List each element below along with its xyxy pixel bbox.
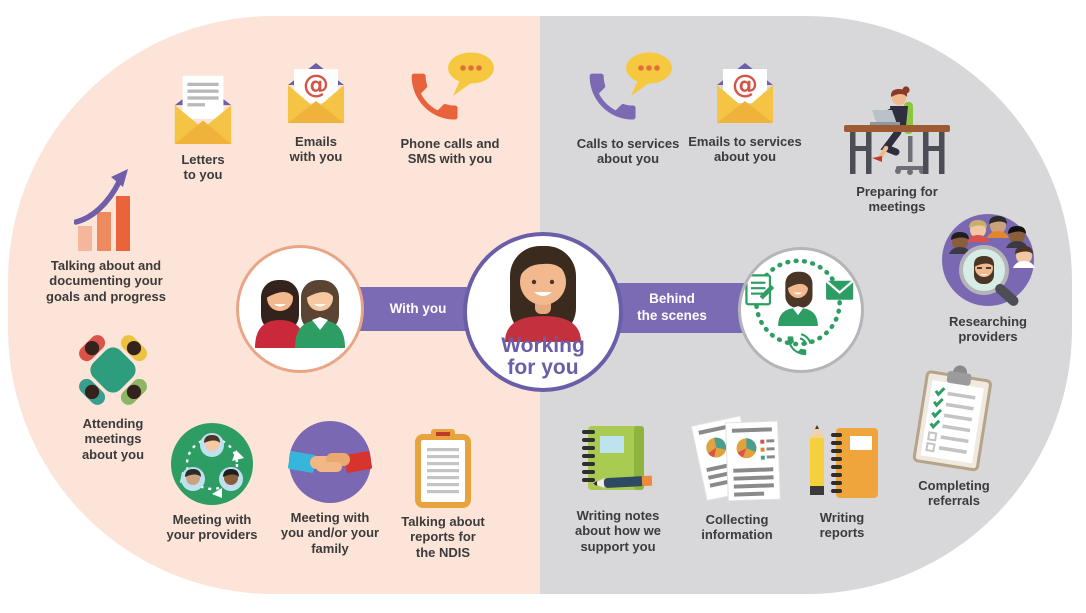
item-meeting-providers: Meeting with your providers	[149, 422, 275, 543]
goals-chart-icon	[74, 169, 130, 251]
item-label: Calls to services about you	[576, 136, 680, 167]
two-women-icon	[255, 280, 345, 348]
item-label: Researching providers	[948, 314, 1028, 345]
coordinator-tasks-icon	[745, 258, 854, 356]
svg-text:@: @	[732, 70, 758, 100]
item-goals-progress: Talking about and documenting your goals…	[26, 168, 186, 304]
ndis-report-icon	[415, 429, 471, 508]
with-you-circle	[236, 245, 364, 373]
item-label: Writing notes about how we support you	[575, 508, 661, 554]
item-phone-sms: Phone calls and SMS with you	[382, 50, 518, 167]
phone-sms-icon	[411, 52, 494, 120]
item-writing-notes: Writing notes about how we support you	[556, 424, 680, 554]
item-label: Writing reports	[819, 510, 865, 541]
item-researching-providers: Researching providers	[928, 212, 1048, 345]
item-label: Talking about and documenting your goals…	[46, 258, 166, 304]
item-label: Talking about reports for the NDIS	[401, 514, 485, 560]
desk-work-icon	[844, 86, 950, 175]
item-label: Meeting with your providers	[166, 512, 258, 543]
item-label: Collecting information	[701, 512, 773, 543]
item-label: Attending meetings about you	[81, 416, 145, 462]
item-preparing-meetings: Preparing for meetings	[833, 86, 961, 215]
working-for-you-label: Working for you	[501, 333, 585, 380]
meeting-table-icon	[79, 335, 147, 405]
phone-call-icon	[589, 52, 672, 120]
item-writing-reports: Writing reports	[790, 422, 894, 541]
item-label: Emails to services about you	[688, 134, 802, 165]
notes-notebook-icon	[582, 426, 653, 490]
behind-the-scenes-circle	[738, 247, 864, 373]
item-attending-meetings: Attending meetings about you	[52, 330, 174, 462]
item-collecting-information: Collecting information	[676, 414, 798, 543]
item-label: Emails with you	[289, 134, 343, 165]
letter-icon	[174, 75, 232, 144]
item-label: Completing referrals	[918, 478, 990, 509]
item-completing-referrals: Completing referrals	[898, 362, 1010, 509]
handshake-icon	[288, 421, 372, 503]
item-letters: Letters to you	[155, 70, 251, 183]
woman-red-top-avatar	[505, 246, 581, 342]
with-you-banner-label: With you	[389, 300, 447, 316]
item-ndis-reports: Talking about reports for the NDIS	[378, 428, 508, 560]
item-emails-to-services: @ Emails to services about you	[684, 56, 806, 165]
item-label: Phone calls and SMS with you	[400, 136, 500, 167]
email-at-icon: @	[288, 63, 344, 123]
referrals-checklist-icon	[912, 365, 992, 472]
documents-icon	[690, 415, 781, 502]
item-label: Preparing for meetings	[856, 184, 938, 215]
item-emails-with-you: @ Emails with you	[256, 56, 376, 165]
item-label: Meeting with you and/or your family	[280, 510, 380, 556]
research-magnifier-icon	[942, 214, 1035, 306]
providers-cycle-icon	[171, 423, 253, 505]
working-for-you-circle: Working for you	[463, 232, 623, 392]
item-meeting-family: Meeting with you and/or your family	[265, 420, 395, 556]
report-writing-icon	[810, 425, 878, 498]
behind-the-scenes-banner-label: Behind the scenes	[637, 291, 707, 323]
item-calls-to-services: Calls to services about you	[562, 50, 694, 167]
svg-text:@: @	[303, 70, 329, 100]
email-at-icon: @	[717, 63, 773, 123]
item-label: Letters to you	[181, 152, 225, 183]
